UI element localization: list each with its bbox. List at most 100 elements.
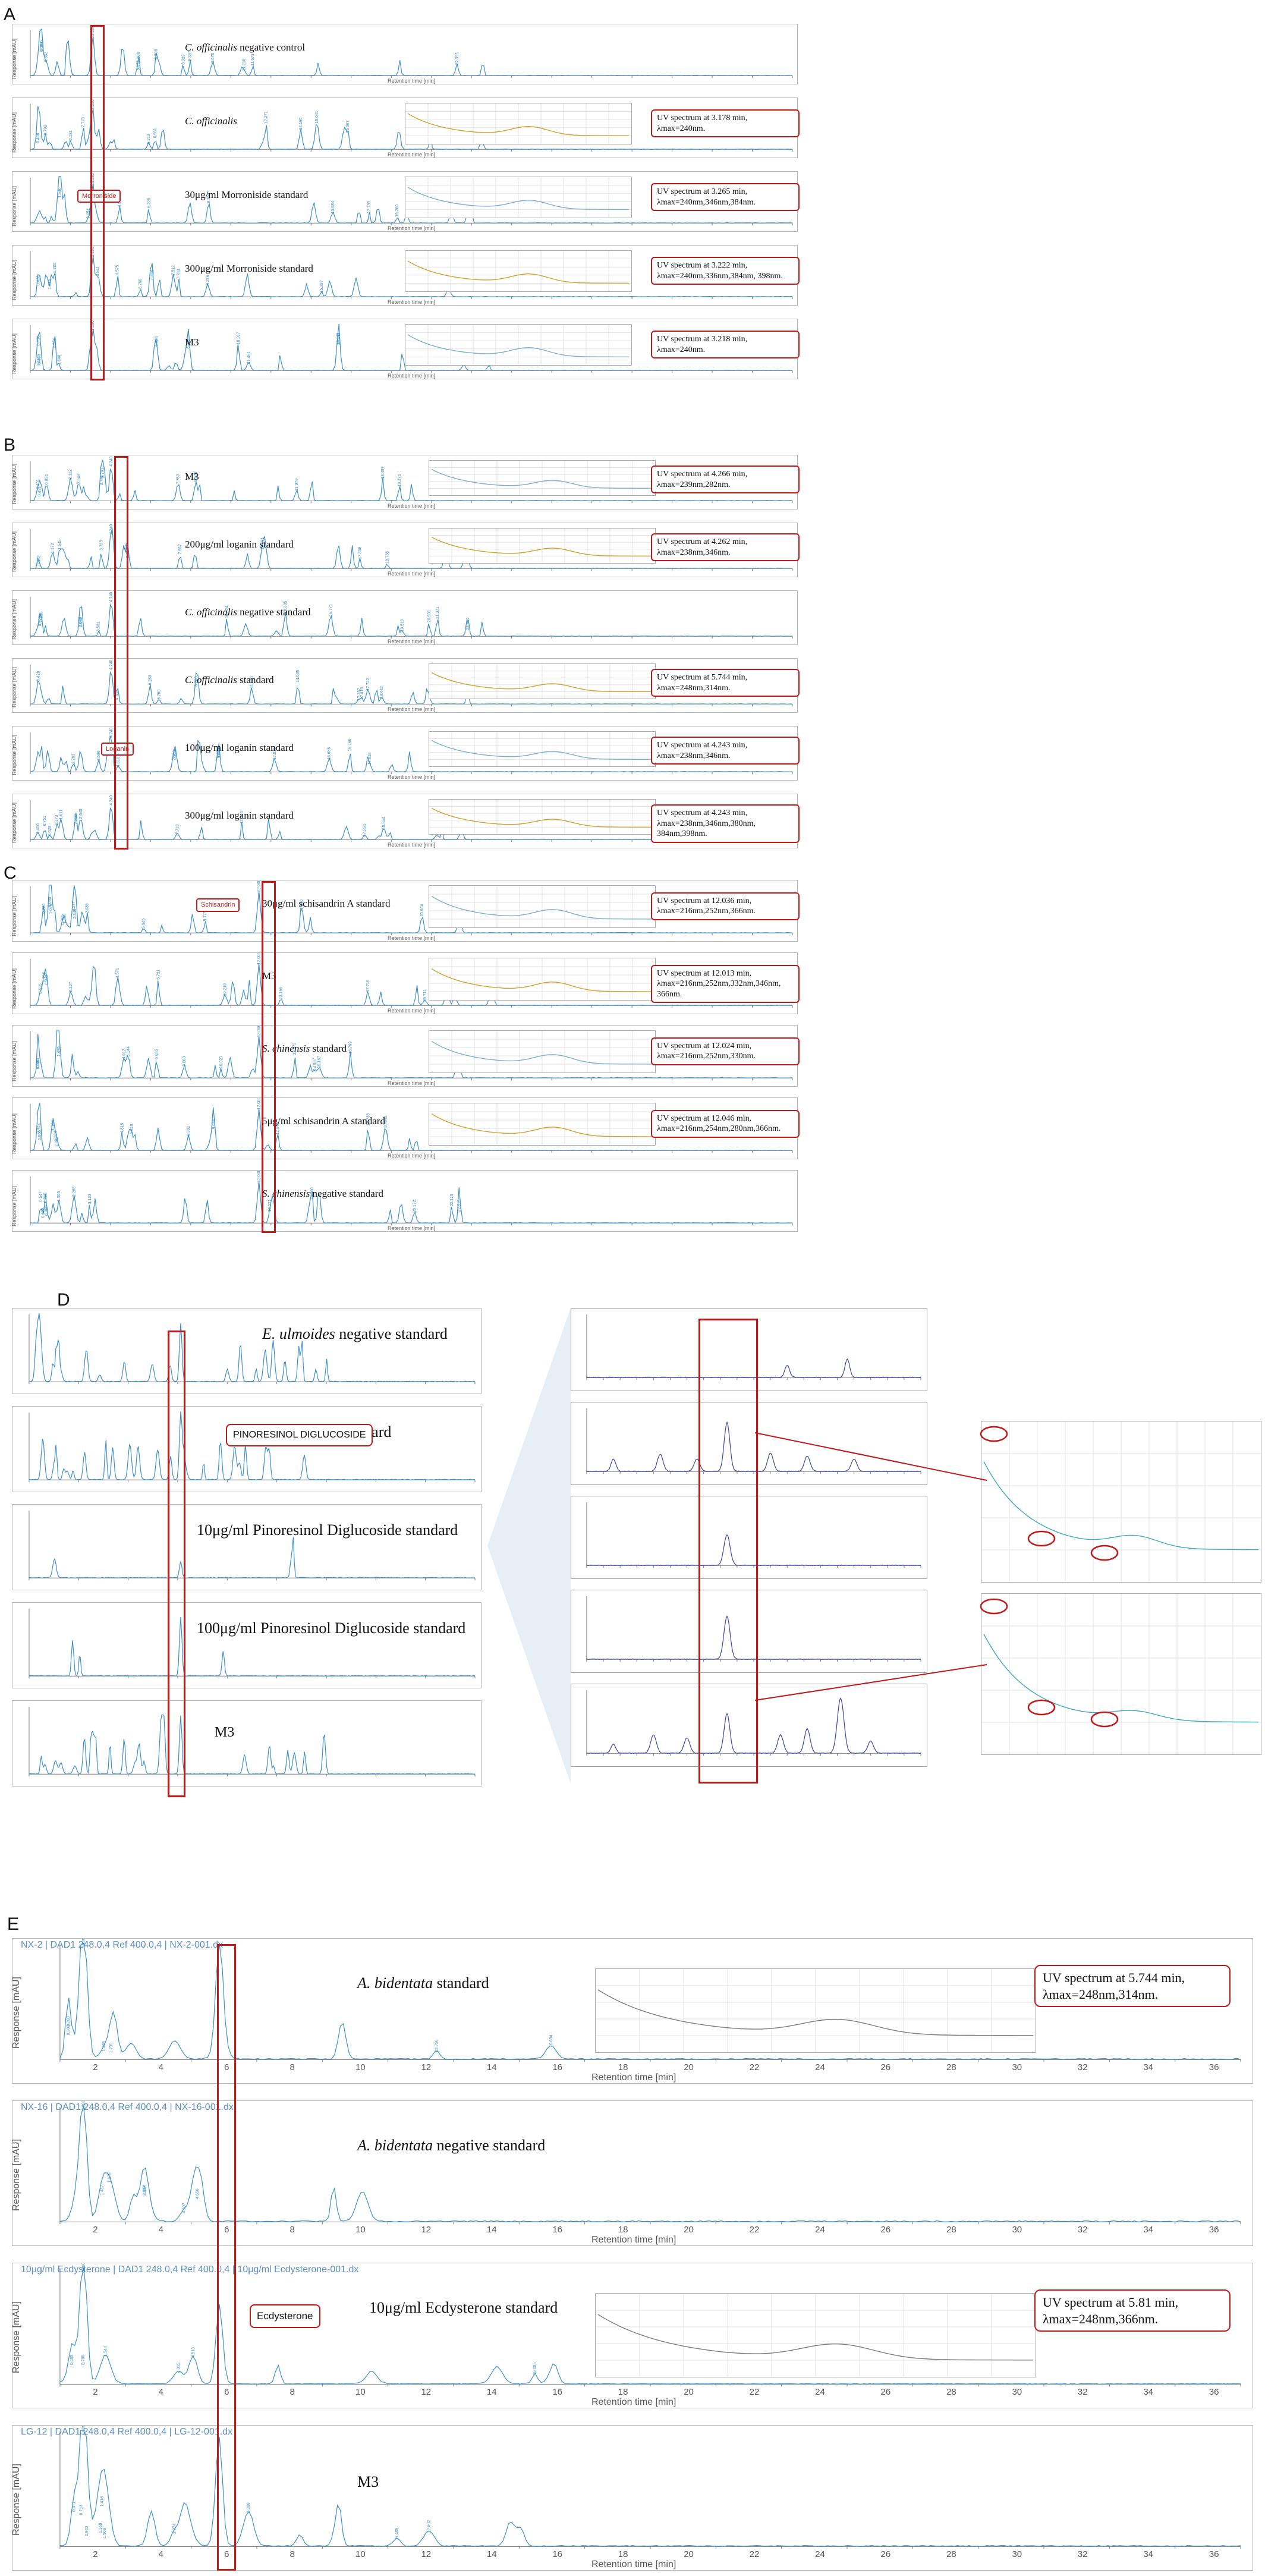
peak-label: 3.123 [88,1194,92,1204]
zoom-chromatogram-5 [571,1684,927,1767]
uv-spectrum-svg [596,1969,1036,2052]
y-axis-label: Response [mAU] [11,1113,17,1154]
peak-label: 4.815 [120,1123,124,1133]
peak-label: 0.735 [42,972,46,982]
uv-callout: UV spectrum at 12.046 min, λmax=216nm,25… [651,1109,800,1138]
trace-title-text: M3 [185,470,199,482]
peak-label: 6.283 [148,675,152,685]
x-axis-label: Retention time [min] [388,78,436,84]
trace-title-italic: A. bidentata [357,2137,433,2154]
trace-line [30,528,793,569]
peak-label: 3.280 [91,173,95,183]
peak-label: 21.371 [436,606,440,619]
uv-spectrum-svg [405,103,631,144]
uv-spectrum-line [407,334,629,357]
trace-line [586,1534,921,1567]
peak-label: 5.672 [137,60,141,70]
peak-label: 5.946 [141,919,146,929]
y-axis-label: Response [mAU] [11,2301,21,2373]
peak-label: 20.564 [420,904,424,917]
peak-label: 10.219 [223,983,227,996]
x-tick-label: 16 [552,2225,563,2235]
zoom-svg [586,1690,921,1756]
chromatogram-svg [29,1411,476,1483]
trace-header: LG-12 | DAD1 248.0,4 Ref 400.0,4 | LG-12… [21,2427,233,2437]
peak-label: 1.678 [108,2172,112,2182]
trace-line [586,1421,921,1473]
y-axis-label: Response [mAU] [11,38,17,79]
trace-title-text: M3 [215,1725,235,1740]
peak-label: 14.937 [313,1058,317,1071]
x-tick-label: 32 [1077,2225,1088,2235]
y-axis-label: Response [mAU] [11,259,17,300]
x-tick-label: 6 [224,2387,229,2397]
zoom-svg [586,1596,921,1662]
x-tick-label: 4 [158,2549,163,2559]
chromatogram-svg [29,1510,476,1581]
peak-label: 22.126 [450,1194,454,1206]
uv-callout: UV spectrum at 3.218 min, λmax=240nm. [651,331,800,359]
uv-spectrum-line [983,1634,1258,1723]
x-axis-label: Retention time [min] [388,373,436,379]
trace-line [30,1103,793,1152]
peak-label: 4.240 [109,728,114,738]
chromatogram-svg: 2.2637.56315.6864.0709.87317.8184.6189.8… [30,728,793,775]
trace-line [30,256,793,298]
peak-label: 16.171 [336,332,341,345]
trace-title-text: 10μg/ml Ecdysterone standard [369,2299,558,2316]
peak-label: 7.605 [174,749,178,759]
trace-line [30,671,793,705]
peak-label: 1.730 [109,2043,114,2053]
peak-label: 3.742 [100,475,104,485]
peak-label: 8.089 [182,1056,187,1066]
peak-label: 1.028 [48,826,52,836]
trace-title: C. officinalis standard [185,674,274,686]
uv-callout: UV spectrum at 5.744 min, λmax=248nm,314… [1034,1965,1231,2007]
peak-label: 2.127 [69,982,73,992]
trace-title-italic: C. officinalis [185,115,237,127]
x-tick-label: 24 [815,2062,825,2072]
trace-title-text: negative standard [433,2137,546,2154]
peak-label: 6.635 [155,1049,159,1059]
peak-label: 8.708 [194,677,199,687]
uv-spectrum-inset [429,1103,656,1146]
peak-label: 15.771 [329,604,333,617]
trace-line [30,1030,793,1078]
chromatogram-D-3: 10μg/ml Pinoresinol Diglucoside standard [12,1504,482,1590]
uv-callout: UV spectrum at 3.265 min, λmax=240nm,346… [651,183,800,212]
trace-title-text: 100μg/ml loganin standard [185,741,294,753]
peak-label: 6.419 [151,269,155,279]
peak-label: 0.853 [45,974,49,985]
peak-label: 16.085 [533,2362,537,2374]
trace-title: C. officinalis negative standard [185,606,311,618]
peak-label: 0.535 [39,983,43,993]
x-tick-label: 30 [1012,2225,1022,2235]
peak-label: 1.544 [104,2346,108,2356]
uv-spectrum-inset [429,528,656,564]
uv-spectrum-line [407,113,629,136]
peak-label: 1.703 [61,915,65,925]
peak-label: 4.571 [115,968,119,978]
peak-label: 0.800 [82,2263,86,2273]
x-tick-label: 18 [618,2062,628,2072]
peak-label: 6.551 [153,128,158,138]
trace-title: E. ulmoides negative standard [262,1325,448,1343]
uv-spectrum-inset [429,885,656,928]
peak-label: 0.860 [45,1206,49,1216]
uv-callout: UV spectrum at 12.036 min, λmax=216nm,25… [651,892,800,920]
peak-label: 2.277 [72,901,76,911]
peak-label: 18.442 [380,686,384,699]
peak-label: 17.718 [366,980,370,992]
x-tick-label: 26 [880,2549,891,2559]
peak-label: 17.257 [357,688,361,700]
peak-label: 1.611 [59,810,64,820]
trace-title: 100μg/ml loganin standard [185,742,294,754]
uv-spectrum-line [431,968,653,992]
peak-label: 18.738 [385,551,389,564]
peak-label: 1.030 [48,897,52,907]
uv-spectrum-line [431,468,653,489]
